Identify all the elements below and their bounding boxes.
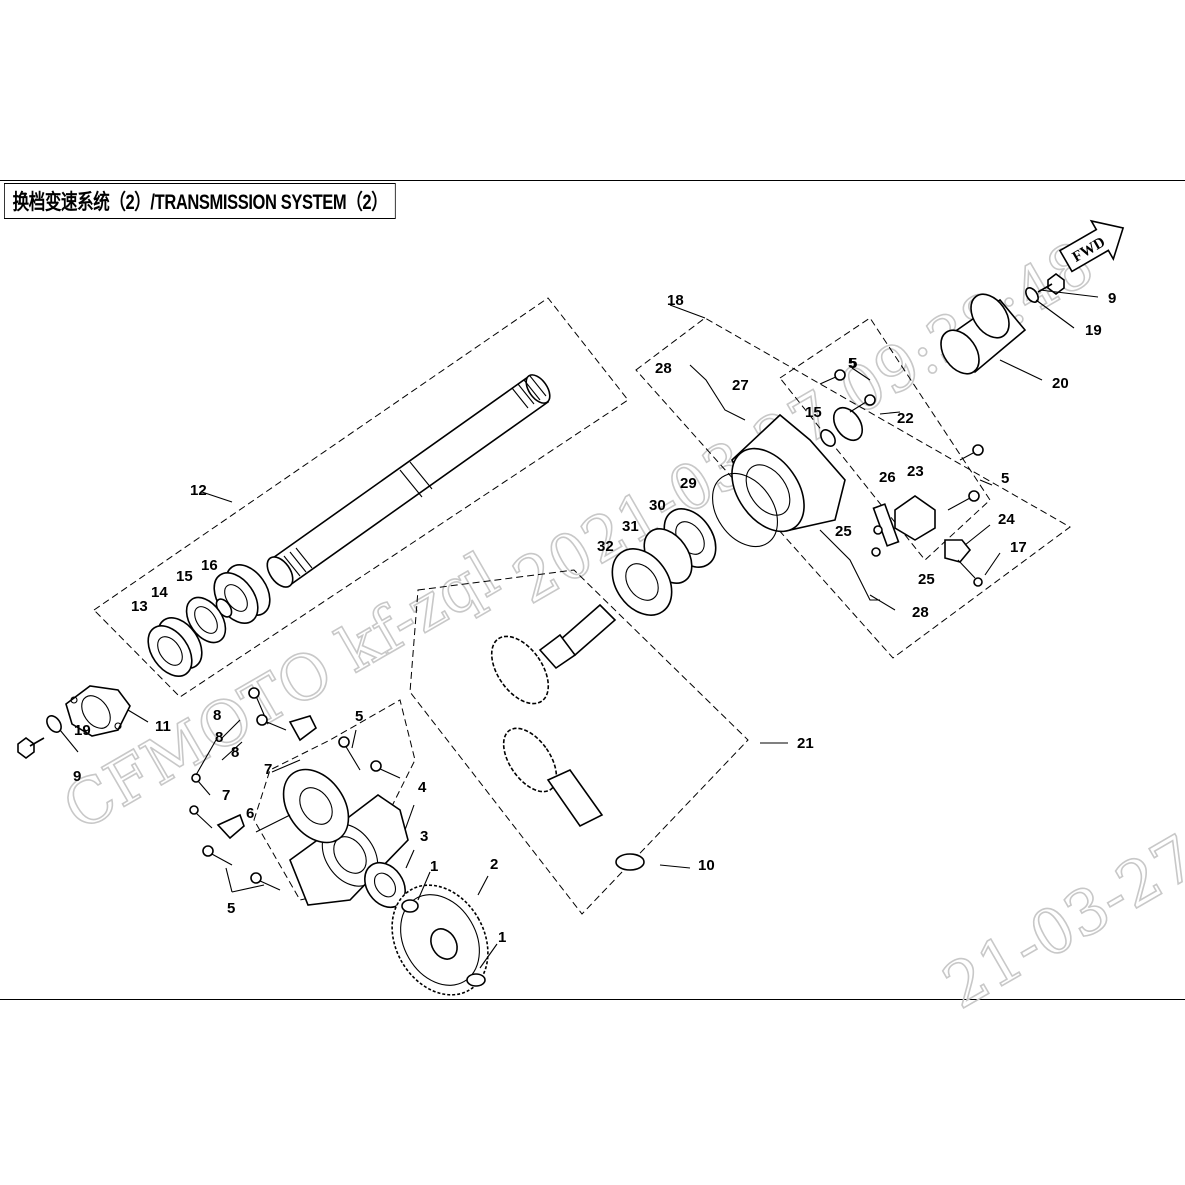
group-box-4: [253, 699, 416, 901]
callout-label-25: 25: [918, 571, 935, 588]
callout-label-19: 19: [1085, 322, 1102, 339]
callout-label-27: 27: [732, 377, 749, 394]
callout-label-1: 1: [430, 858, 438, 875]
callout-label-8: 8: [215, 729, 223, 746]
diagram-title: 换档变速系统（2）/TRANSMISSION SYSTEM（2）: [4, 183, 396, 219]
callout-label-12: 12: [190, 482, 207, 499]
callout-label-2: 2: [490, 856, 498, 873]
callout-label-7: 7: [222, 787, 230, 804]
callout-label-5: 5: [849, 355, 857, 372]
callout-label-5: 5: [848, 355, 856, 372]
callout-label-26: 26: [879, 469, 896, 486]
callout-label-4: 4: [418, 779, 427, 796]
bolt-9-left: [17, 737, 45, 759]
sensor-and-fasteners: [819, 369, 984, 587]
callout-label-23: 23: [907, 463, 924, 480]
callout-label-15: 15: [805, 404, 822, 421]
callout-label-9: 9: [1108, 290, 1116, 307]
callout-label-5: 5: [355, 708, 363, 725]
callout-label-20: 20: [1052, 375, 1069, 392]
group-box-21: [409, 569, 749, 915]
callout-label-28: 28: [912, 604, 929, 621]
callout-label-11: 11: [155, 718, 171, 735]
bottom-border-line: [0, 999, 1185, 1000]
group-box-12: [93, 297, 629, 698]
washer-19-left: [46, 715, 62, 733]
callout-label-8: 8: [231, 744, 239, 761]
drive-gear-2: [391, 884, 489, 996]
callout-label-8: 8: [213, 707, 221, 724]
top-border-line: [0, 180, 1185, 181]
callout-label-18: 18: [667, 292, 684, 309]
watermark-date: 21-03-27: [931, 820, 1185, 1023]
callout-label-13: 13: [131, 598, 148, 615]
callout-label-19: 19: [74, 722, 91, 739]
left-bearing-stack: [147, 564, 271, 677]
callout-label-17: 17: [1010, 539, 1027, 556]
callout-label-1: 1: [498, 929, 506, 946]
group-box-18: [635, 317, 1071, 659]
callout-label-5: 5: [1001, 470, 1009, 487]
callout-label-31: 31: [622, 518, 639, 535]
callout-label-30: 30: [649, 497, 666, 514]
gear-housing: [282, 768, 409, 909]
callout-label-9: 9: [73, 768, 81, 785]
rear-housing-assembly: [611, 364, 880, 616]
callout-label-10: 10: [698, 857, 715, 874]
callout-labels: 1123455555677888991011121314151516171819…: [73, 290, 1116, 946]
callout-label-32: 32: [597, 538, 614, 555]
watermark-timestamp: 2021-03-27 09:38:48: [501, 227, 1105, 618]
output-shaft: [266, 374, 551, 588]
callout-label-16: 16: [201, 557, 218, 574]
leader-lines: [59, 289, 1099, 969]
callout-label-24: 24: [998, 511, 1015, 528]
small-fasteners: [189, 687, 401, 891]
callout-label-22: 22: [897, 410, 914, 427]
bevel-gear-pair: [490, 603, 645, 871]
callout-label-29: 29: [680, 475, 697, 492]
callout-label-5: 5: [227, 900, 235, 917]
group-box-5-right: [779, 317, 991, 561]
callout-label-7: 7: [264, 761, 272, 778]
callout-label-3: 3: [420, 828, 428, 845]
callout-label-15: 15: [176, 568, 193, 585]
callout-label-21: 21: [797, 735, 814, 752]
callout-label-6: 6: [246, 805, 254, 822]
flange-11: [65, 685, 131, 737]
callout-label-25: 25: [835, 523, 852, 540]
callout-label-28: 28: [655, 360, 672, 377]
sleeve-20: [940, 273, 1065, 375]
callout-label-14: 14: [151, 584, 168, 601]
